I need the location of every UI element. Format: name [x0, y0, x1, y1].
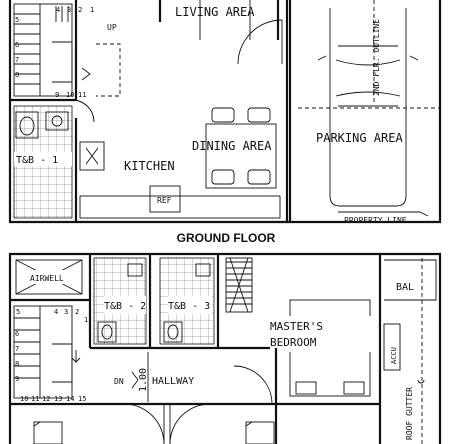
dining-table	[205, 123, 277, 189]
stair-number: 6	[15, 41, 19, 49]
car-outline	[317, 8, 419, 207]
parking-area-label: PARKING AREA	[316, 131, 403, 145]
stair-number: 10	[66, 91, 74, 99]
stair-number: 14	[66, 395, 74, 403]
second-floor-outline-label: 2ND FLR. OUTLINE	[372, 19, 381, 96]
tb2-label: T&B - 2	[104, 301, 146, 312]
tb3-label: T&B - 3	[168, 301, 210, 312]
stair-number: 5	[16, 308, 20, 316]
stair-number: 3	[64, 308, 68, 316]
dining-area-label: DINING AREA	[192, 139, 272, 153]
stair-number: 2	[78, 6, 82, 14]
ground-stair	[13, 3, 91, 97]
stair-number: 9	[55, 91, 59, 99]
ground-stair-numbers: 4 3 2 1 5 6 7 8 9 10 11	[15, 6, 94, 99]
living-area-label: LIVING AREA	[175, 5, 255, 19]
tb1-label: T&B - 1	[16, 155, 58, 166]
stair-number: 10	[20, 395, 28, 403]
stair-number: 15	[78, 395, 86, 403]
stair-number: 1	[84, 316, 88, 324]
hallway-width-dimension: 1.00	[138, 368, 149, 392]
ground-floor-title: GROUND FLOOR	[177, 231, 276, 245]
master-bedroom-label: MASTER'S	[270, 320, 323, 333]
balcony-label: BAL	[396, 282, 414, 293]
stair-number: 5	[15, 16, 19, 24]
up-label: UP	[107, 23, 117, 32]
hallway-label: HALLWAY	[152, 376, 194, 387]
accu-label: ACCU	[390, 347, 398, 364]
stair-number: 7	[15, 345, 19, 353]
roof-gutter-label: ROOF GUTTER	[405, 387, 414, 440]
stair-number: 12	[42, 395, 50, 403]
stair-number: 4	[54, 308, 58, 316]
refrigerator	[149, 185, 181, 213]
stair-number: 3	[67, 6, 71, 14]
kitchen-label: KITCHEN	[124, 159, 175, 173]
stair-number: 11	[31, 395, 39, 403]
stair-number: 4	[56, 6, 60, 14]
vent-block	[225, 257, 253, 313]
property-line-label: PROPERTY LINE	[344, 216, 407, 225]
stair-number: 1	[90, 6, 94, 14]
ref-label: REF	[157, 196, 172, 205]
dn-label: DN	[114, 377, 124, 386]
stair-number: 13	[54, 395, 62, 403]
stair-number: 6	[15, 330, 19, 338]
airwell-label: AIRWELL	[30, 274, 64, 283]
stair-number: 8	[15, 71, 19, 79]
stair-number: 11	[78, 91, 86, 99]
stair-number: 2	[75, 308, 79, 316]
second-stair-numbers: 5 4 3 2 1 6 7 8 9 10 11 12 13 14 15	[15, 308, 88, 403]
ground-floor-plan: 4 3 2 1 5 6 7 8 9 10 11 UP T&B - 1 REF K…	[8, 0, 442, 225]
second-stair	[13, 305, 73, 399]
second-floor-plan: AIRWELL T&B - 2 T&B - 3 5 4 3 2 1	[8, 252, 442, 444]
stair-number: 9	[15, 375, 19, 383]
stair-number: 8	[15, 360, 19, 368]
stair-number: 7	[15, 56, 19, 64]
sink-fixture	[79, 141, 105, 171]
master-bedroom-label-line2: BEDROOM	[270, 336, 317, 349]
